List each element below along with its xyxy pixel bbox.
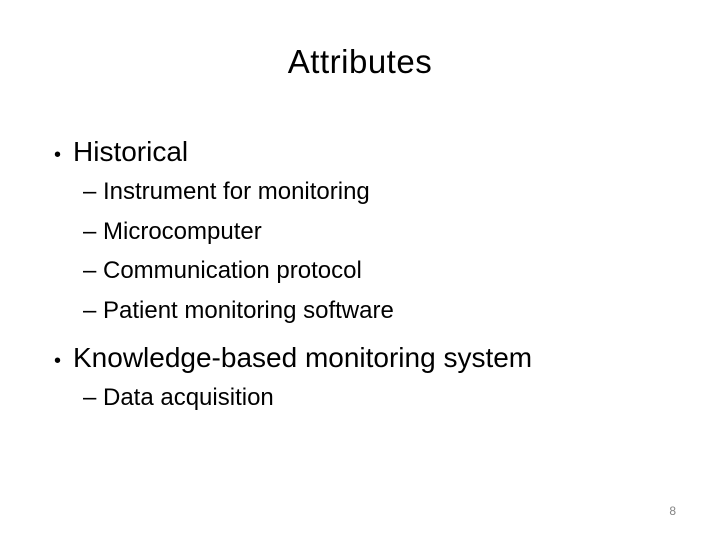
dash-icon: – bbox=[83, 217, 97, 245]
bullet-text: Historical bbox=[73, 136, 189, 167]
bullet-text: Knowledge-based monitoring system bbox=[73, 341, 533, 373]
sub-bullet-text: Microcomputer bbox=[103, 217, 262, 245]
bullet-group: • Knowledge-based monitoring system –Data … bbox=[54, 342, 684, 418]
sub-bullet-item: –Data acquisition bbox=[83, 378, 684, 418]
bullet-item: • Historical bbox=[54, 136, 684, 168]
sub-bullet-item: –Microcomputer bbox=[83, 212, 684, 252]
bullet-icon: • bbox=[54, 349, 62, 372]
page-number: 8 bbox=[669, 504, 676, 518]
dash-icon: – bbox=[83, 257, 97, 285]
dash-icon: – bbox=[83, 383, 97, 411]
dash-icon: – bbox=[83, 178, 97, 206]
sub-bullet-item: –Patient monitoring software bbox=[83, 291, 684, 331]
bullet-item: • Knowledge-based monitoring system bbox=[54, 342, 684, 374]
sub-bullet-item: –Instrument for monitoring bbox=[83, 172, 684, 212]
sub-bullet-text: Patient monitoring software bbox=[103, 296, 394, 324]
slide-title: Attributes bbox=[287, 43, 433, 80]
bullet-group: •Historical–Instrument for monitoring–Mi… bbox=[54, 136, 684, 331]
sub-bullet-text: Communication protocol bbox=[103, 257, 362, 285]
sub-bullet-item: –Communication protocol bbox=[83, 251, 684, 291]
slide-body: •Historical–Instrument for monitoring–Mi… bbox=[54, 136, 684, 417]
bullet-icon: • bbox=[54, 144, 62, 166]
dash-icon: – bbox=[83, 296, 97, 324]
sub-bullet-text: Data acquisition bbox=[103, 383, 274, 411]
sub-bullet-text: Instrument for monitoring bbox=[103, 178, 370, 206]
